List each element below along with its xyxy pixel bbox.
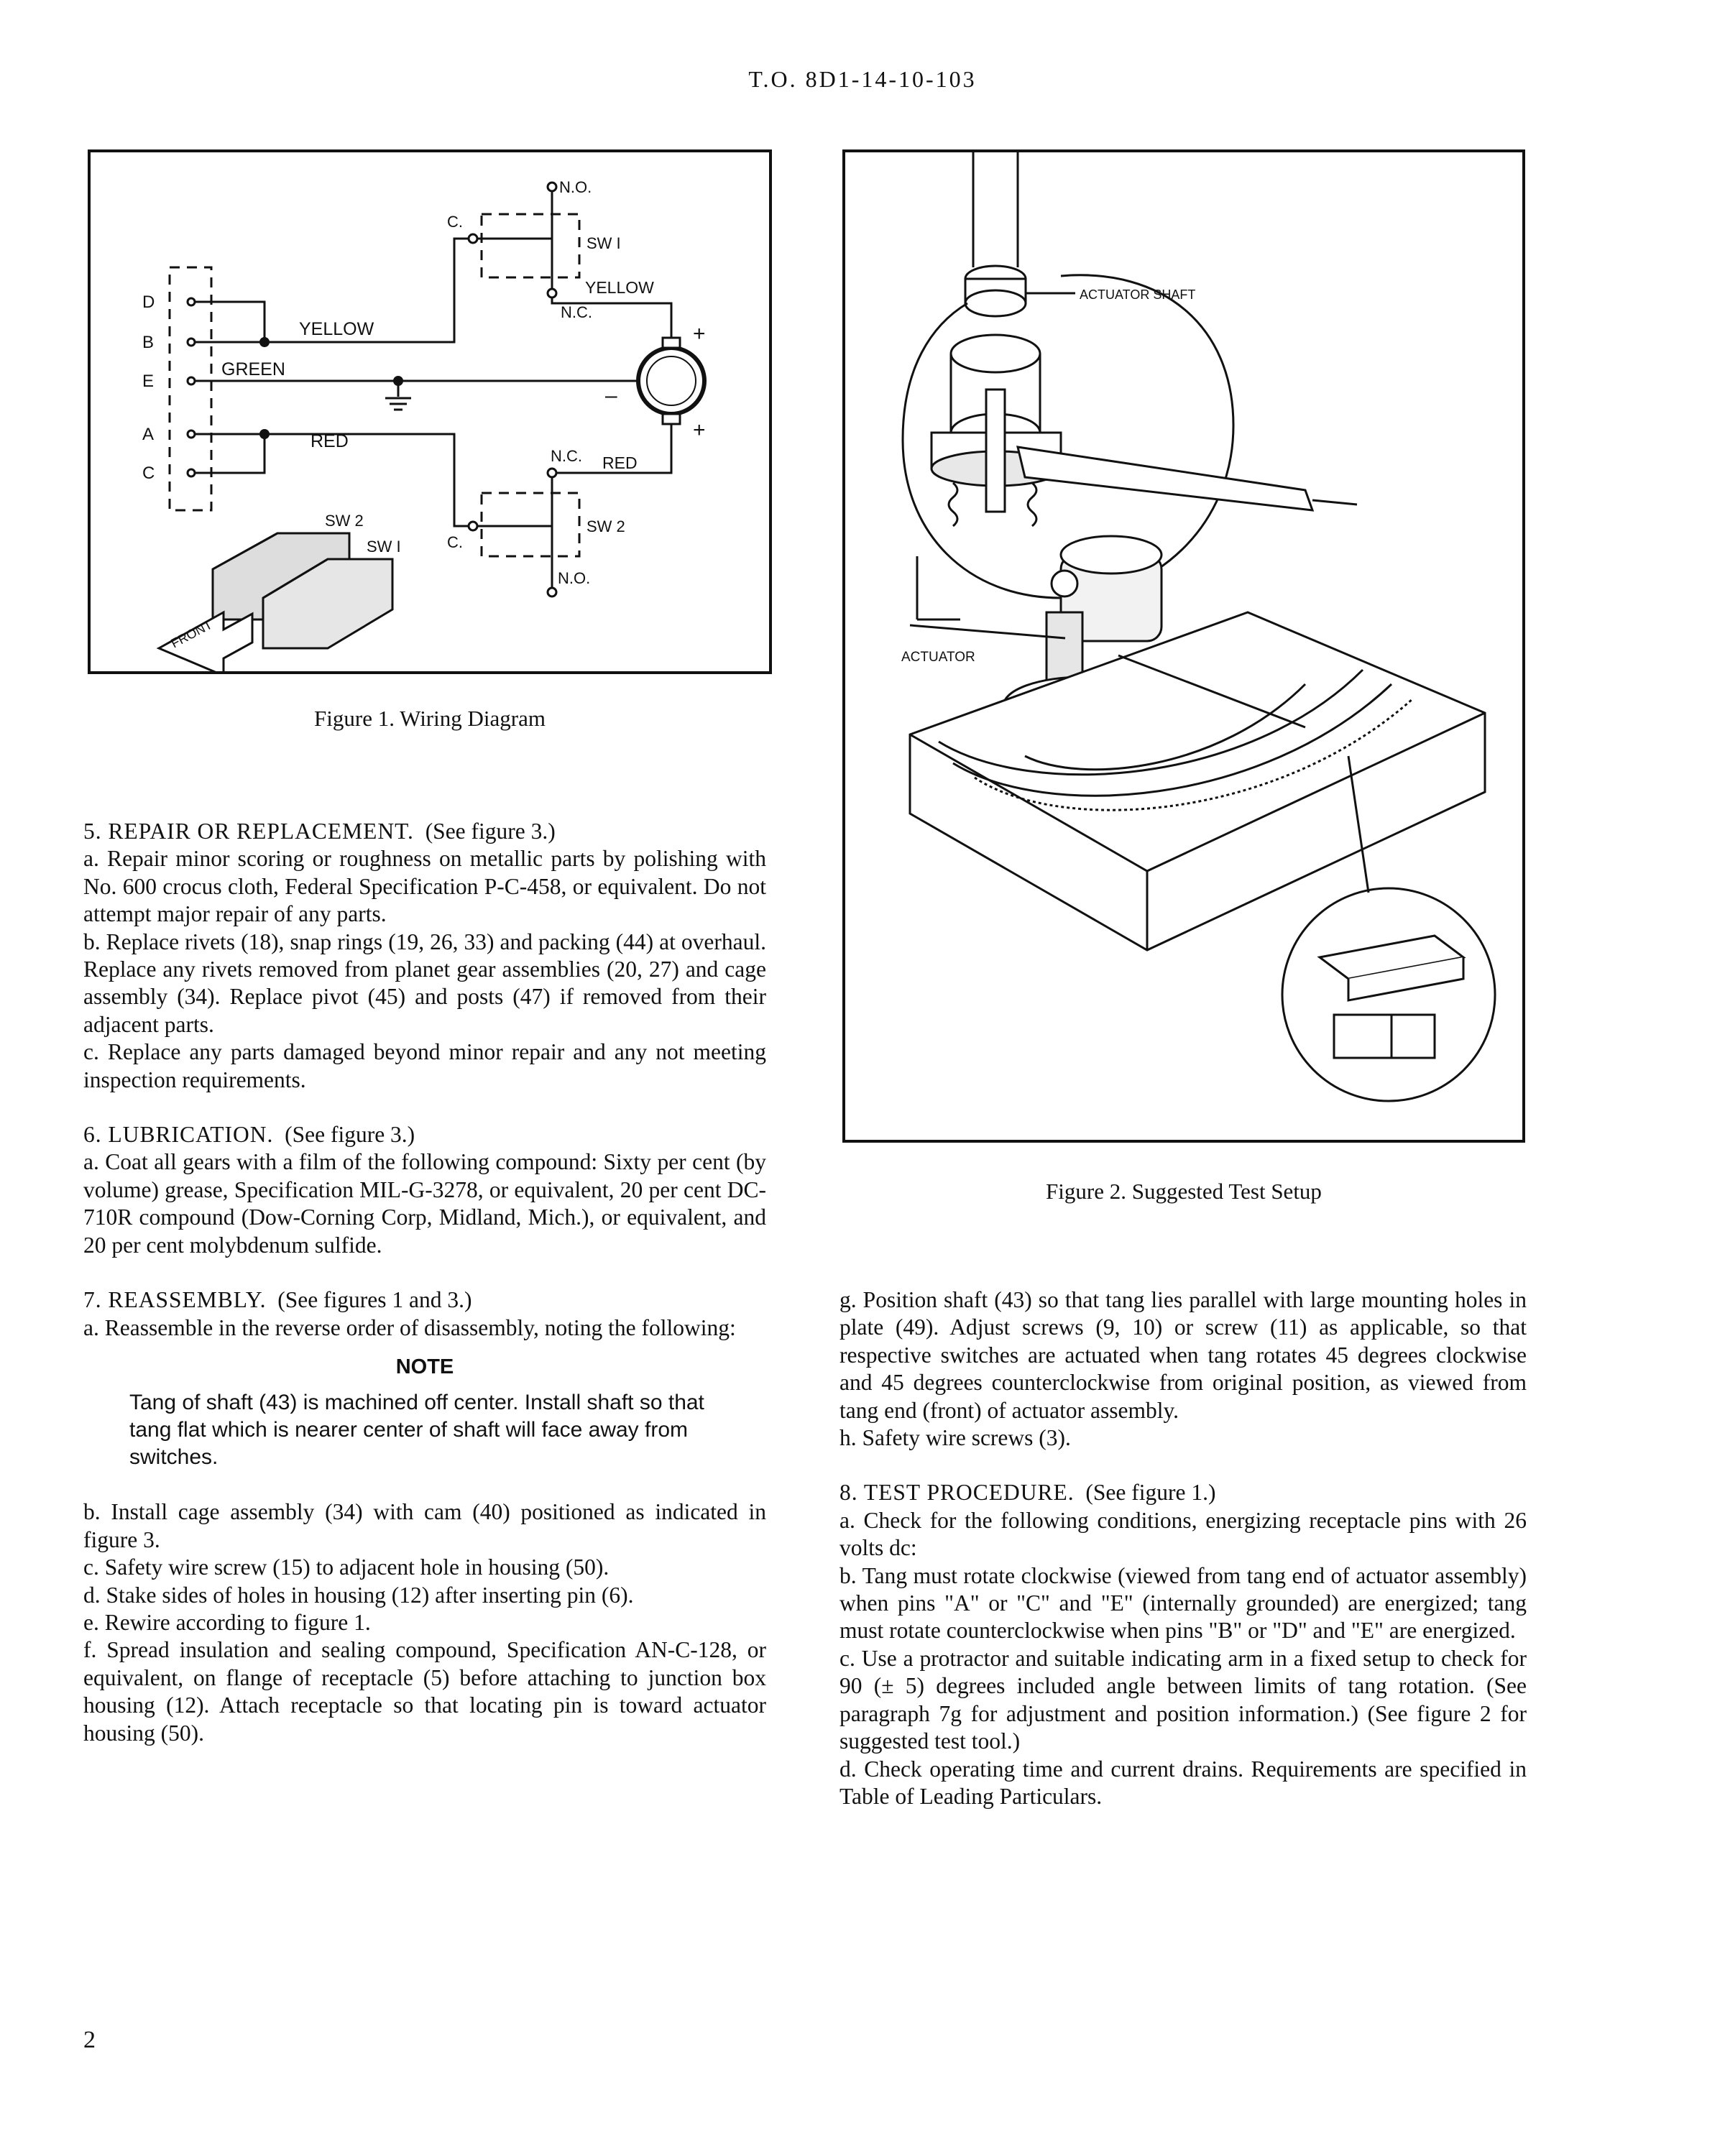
wire-label-green: GREEN: [221, 359, 285, 379]
actuator-label: ACTUATOR: [901, 650, 975, 665]
section-7h: h. Safety wire screws (3).: [840, 1425, 1071, 1451]
section-8-title: 8. TEST PROCEDURE.: [840, 1480, 1075, 1506]
section-8d: d. Check operating time and current drai…: [840, 1756, 1527, 1809]
section-7-title: 7. REASSEMBLY.: [83, 1287, 267, 1313]
sw1-c-label: C.: [447, 213, 463, 231]
section-5c: c. Replace any parts damaged beyond mino…: [83, 1039, 766, 1092]
pin-label-b: B: [142, 333, 154, 352]
wire-label-yellow-right: YELLOW: [585, 278, 654, 297]
section-7a: a. Reassemble in the reverse order of di…: [83, 1314, 736, 1340]
section-7d: d. Stake sides of holes in housing (12) …: [83, 1582, 634, 1608]
wire-label-red-right: RED: [602, 453, 638, 472]
figure1-caption: Figure 1. Wiring Diagram: [314, 706, 546, 731]
right-text-column: g. Position shaft (43) so that tang lies…: [840, 1286, 1527, 1810]
section-8b: b. Tang must rotate clockwise (viewed fr…: [840, 1562, 1527, 1644]
section-5b: b. Replace rivets (18), snap rings (19, …: [83, 929, 766, 1037]
section-6-heading: 6. LUBRICATION. (See figure 3.): [83, 1121, 766, 1148]
actuator-shaft-label: ACTUATOR SHAFT: [1080, 287, 1195, 302]
section-7g: g. Position shaft (43) so that tang lies…: [840, 1287, 1527, 1423]
section-5-reference: (See figure 3.): [425, 819, 556, 844]
section-8c: c. Use a protractor and suitable indicat…: [840, 1645, 1527, 1754]
motor-minus: –: [605, 384, 617, 407]
document-number: T.O. 8D1-14-10-103: [748, 66, 977, 92]
test-setup-figure: ACTUATOR SHAFT ACTUATOR: [842, 149, 1525, 1143]
connector-outline: [168, 266, 213, 512]
section-7e: e. Rewire according to figure 1.: [83, 1609, 371, 1635]
wire-label-yellow: YELLOW: [299, 319, 374, 339]
page-number: 2: [83, 2027, 96, 2053]
left-text-column: 5. REPAIR OR REPLACEMENT. (See figure 3.…: [83, 818, 766, 1747]
motor-plus-bottom: +: [693, 418, 706, 442]
sw2-block-label: SW 2: [325, 512, 364, 530]
sw2-label: SW 2: [586, 517, 625, 535]
section-6a: a. Coat all gears with a film of the fol…: [83, 1149, 766, 1258]
section-5-title: 5. REPAIR OR REPLACEMENT.: [83, 819, 414, 844]
sw1-label: SW I: [586, 234, 621, 252]
figure2-caption: Figure 2. Suggested Test Setup: [1046, 1179, 1322, 1204]
wiring-diagram: D B E A C YELLOW GREEN RED N.O. C. SW I …: [142, 178, 707, 678]
sw2-no-label: N.O.: [558, 569, 590, 587]
note-body: Tang of shaft (43) is machined off cente…: [129, 1391, 704, 1470]
section-7b: b. Install cage assembly (34) with cam (…: [83, 1499, 766, 1552]
section-7f: f. Spread insulation and sealing compoun…: [83, 1637, 766, 1746]
wire-label-red: RED: [310, 431, 349, 451]
sw1-block-label: SW I: [367, 538, 401, 556]
test-setup-illustration: ACTUATOR SHAFT ACTUATOR: [901, 152, 1496, 1102]
section-6-title: 6. LUBRICATION.: [83, 1122, 274, 1148]
sw2-c-label: C.: [447, 533, 463, 551]
sw2-nc-label: N.C.: [551, 447, 582, 465]
wiring-diagram-figure: D B E A C YELLOW GREEN RED N.O. C. SW I …: [88, 149, 772, 678]
pin-label-a: A: [142, 425, 154, 444]
pin-label-c: C: [142, 464, 155, 483]
note-title: NOTE: [395, 1355, 454, 1378]
sw1-no-label: N.O.: [559, 178, 592, 196]
section-8-heading: 8. TEST PROCEDURE. (See figure 1.): [840, 1479, 1527, 1506]
section-6-reference: (See figure 3.): [285, 1122, 415, 1148]
sw1-nc-label: N.C.: [561, 303, 592, 321]
section-5a: a. Repair minor scoring or roughness on …: [83, 846, 766, 927]
section-5-heading: 5. REPAIR OR REPLACEMENT. (See figure 3.…: [83, 818, 766, 845]
motor-plus-top: +: [693, 322, 706, 346]
section-7c: c. Safety wire screw (15) to adjacent ho…: [83, 1554, 610, 1580]
pin-label-e: E: [142, 372, 154, 391]
section-7-reference: (See figures 1 and 3.): [277, 1287, 472, 1313]
section-8-reference: (See figure 1.): [1085, 1480, 1216, 1506]
section-7-heading: 7. REASSEMBLY. (See figures 1 and 3.): [83, 1286, 766, 1314]
section-8a: a. Check for the following conditions, e…: [840, 1507, 1527, 1561]
pin-label-d: D: [142, 292, 155, 312]
